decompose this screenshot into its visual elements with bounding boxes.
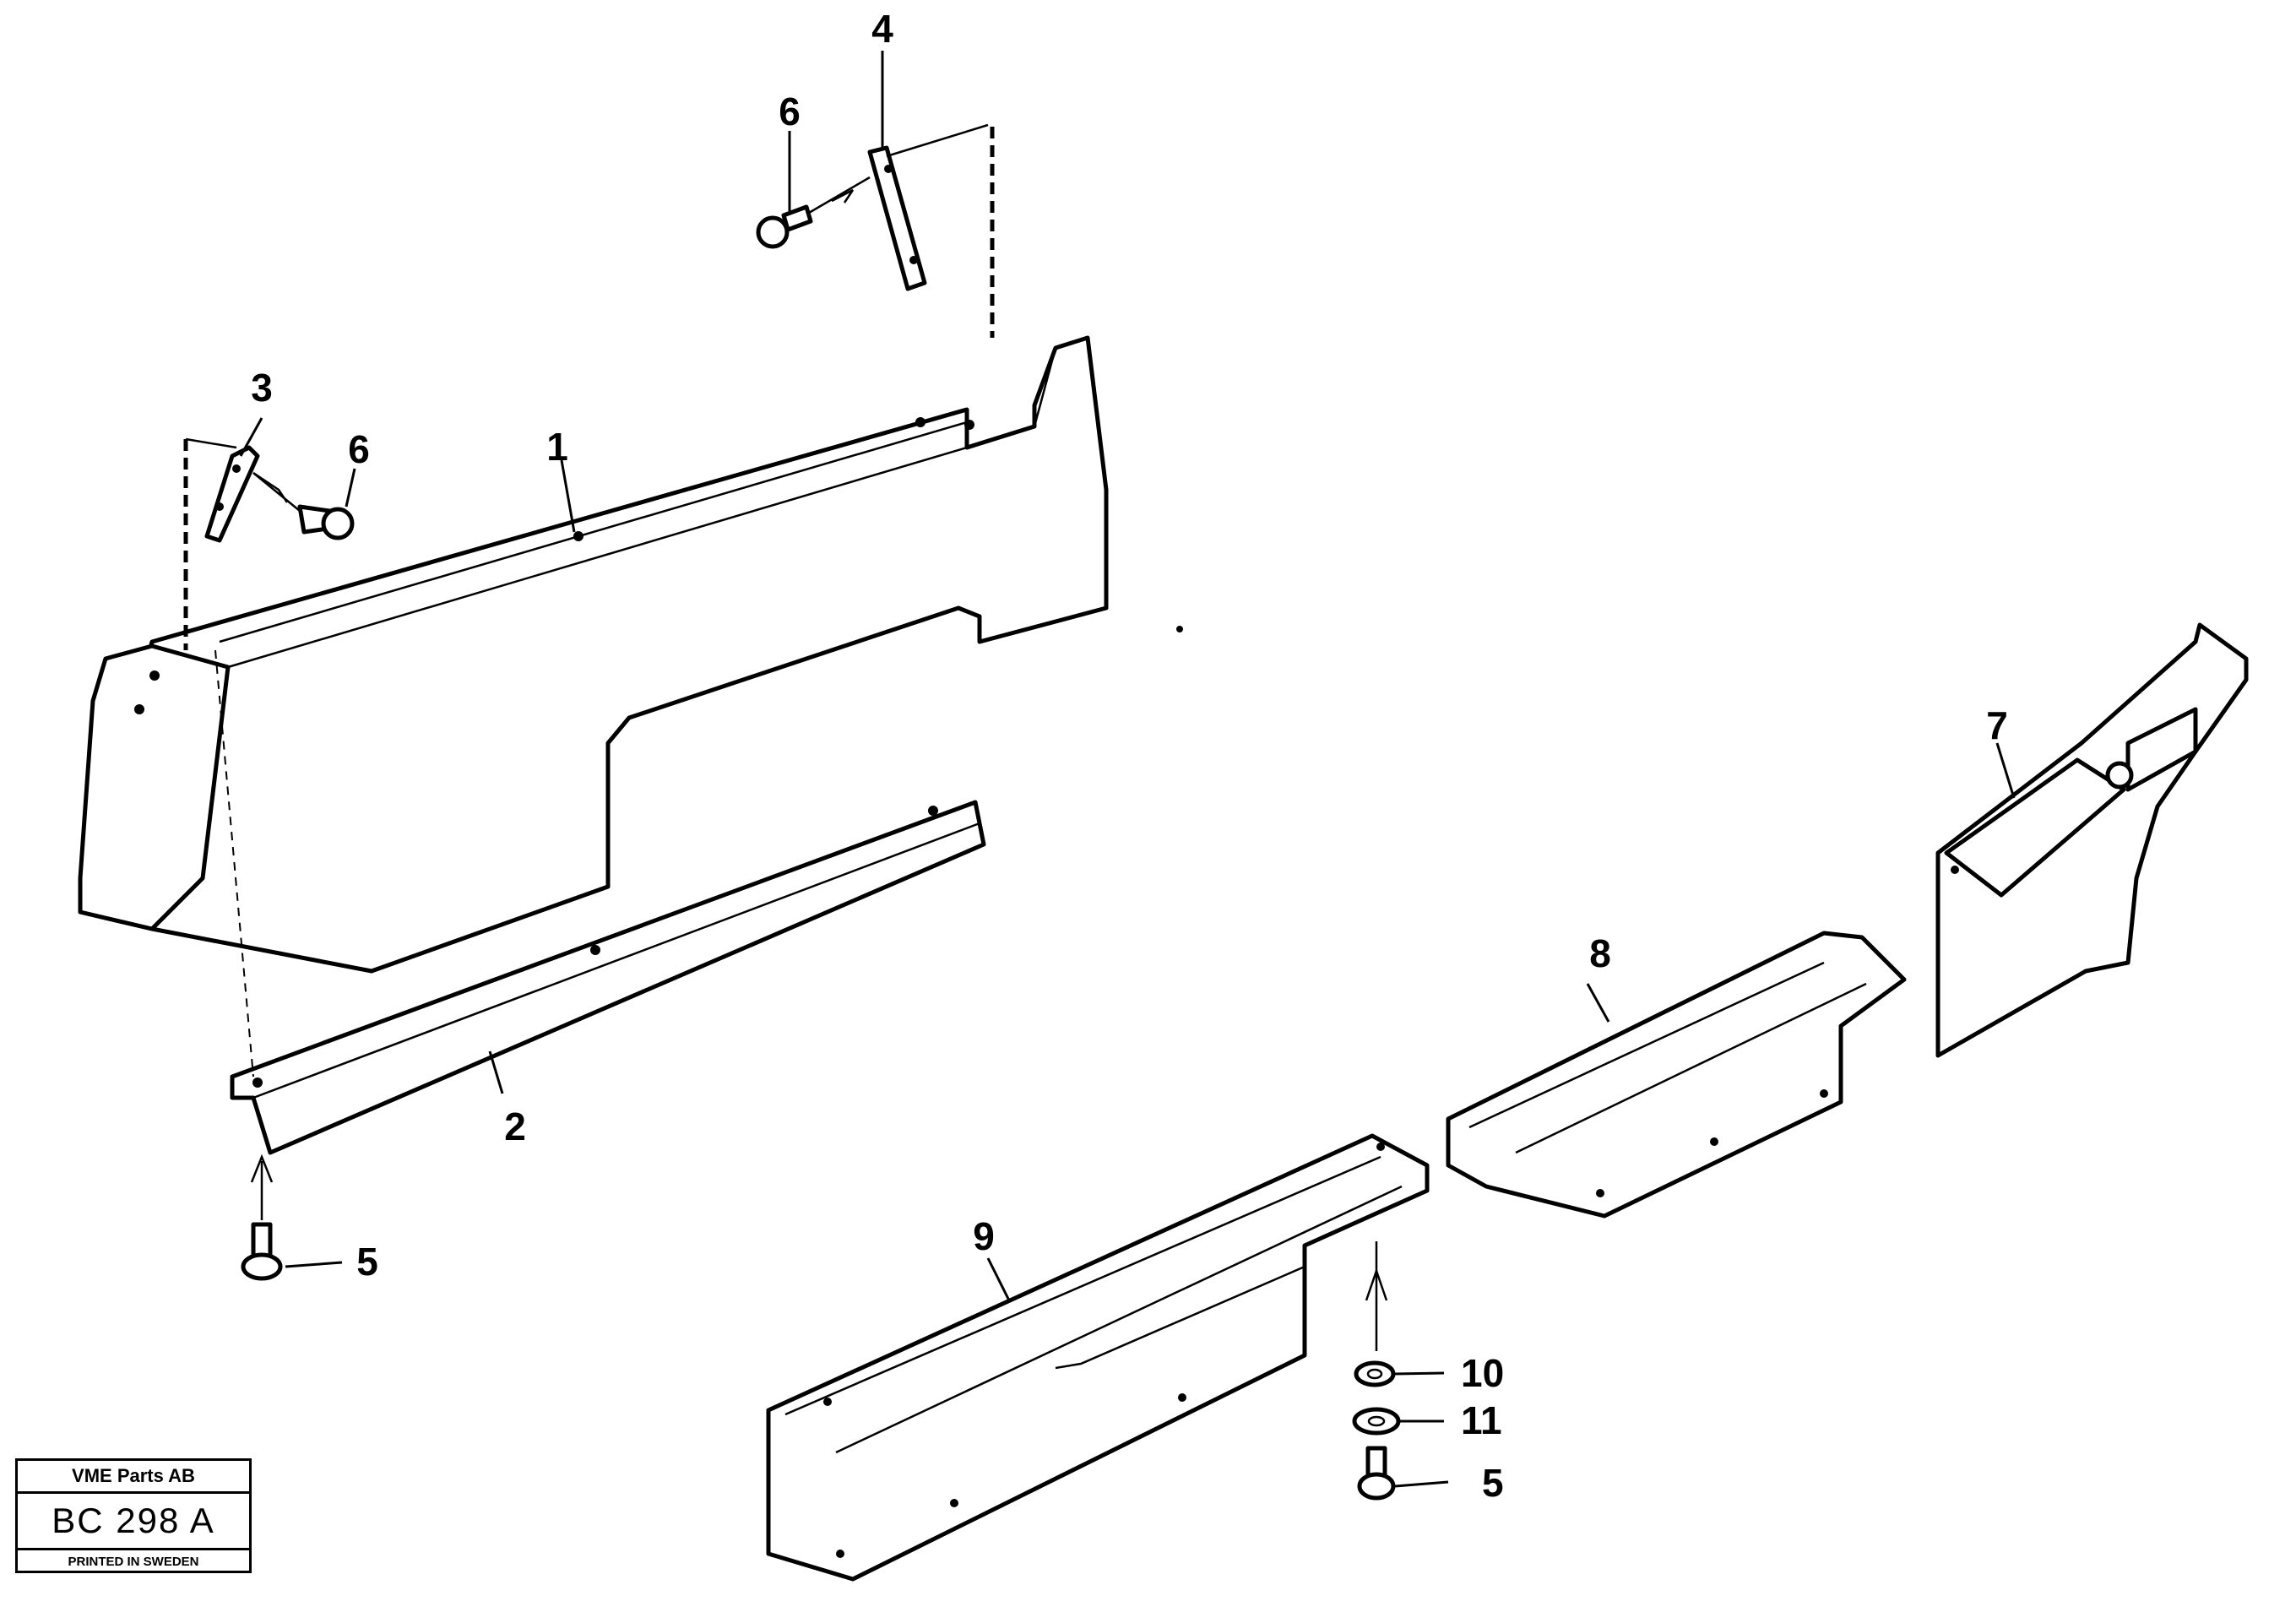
part-5-bolt-right bbox=[1357, 1241, 1396, 1501]
title-block-printed: PRINTED IN SWEDEN bbox=[68, 1555, 199, 1569]
part-7-bracket-housing bbox=[1935, 622, 2249, 1058]
callout-11: 11 bbox=[1461, 1398, 1502, 1442]
part-8-channel-cover bbox=[1446, 931, 1907, 1219]
hole bbox=[252, 1077, 263, 1088]
alignment-link bbox=[185, 437, 237, 449]
callout-10: 10 bbox=[1461, 1351, 1504, 1395]
hole bbox=[573, 531, 583, 541]
hole bbox=[590, 945, 600, 955]
part-6-bolt-left bbox=[252, 471, 355, 540]
callout-4: 4 bbox=[871, 7, 893, 51]
part-6-bolt-top bbox=[756, 176, 871, 249]
leader-lines bbox=[239, 51, 2016, 1488]
part-10-washer bbox=[1354, 1360, 1396, 1387]
callout-5-right: 5 bbox=[1482, 1461, 1504, 1505]
title-block: VME Parts AB BC 298 A PRINTED IN SWEDEN bbox=[15, 1458, 252, 1573]
hole bbox=[134, 704, 144, 714]
title-block-company: VME Parts AB bbox=[18, 1461, 249, 1494]
alignment-link bbox=[886, 123, 989, 158]
hole bbox=[149, 670, 160, 681]
callout-1: 1 bbox=[546, 425, 568, 469]
title-block-drawing-code: BC 298 A bbox=[18, 1494, 249, 1550]
alignment-dash-center bbox=[214, 649, 254, 1077]
part-4-plate bbox=[867, 145, 927, 291]
hole bbox=[928, 806, 938, 816]
part-2-angle-strip bbox=[230, 800, 986, 1155]
callout-2: 2 bbox=[504, 1105, 526, 1148]
callout-6-left: 6 bbox=[348, 427, 370, 471]
part-5-bolt-left bbox=[241, 1153, 283, 1281]
callout-7: 7 bbox=[1986, 703, 2008, 747]
part-9-long-channel bbox=[766, 1133, 1430, 1582]
callout-5-left: 5 bbox=[356, 1240, 378, 1284]
callout-8: 8 bbox=[1589, 931, 1611, 975]
hole bbox=[964, 420, 974, 430]
callout-9: 9 bbox=[973, 1214, 995, 1258]
callout-3: 3 bbox=[251, 366, 273, 410]
callout-6-top: 6 bbox=[779, 90, 801, 133]
part-3-bracket bbox=[204, 445, 260, 543]
part-1-cover-panel bbox=[78, 335, 1109, 974]
hole bbox=[915, 417, 925, 427]
stray-mark bbox=[1176, 626, 1183, 632]
part-11-washer bbox=[1352, 1407, 1401, 1436]
